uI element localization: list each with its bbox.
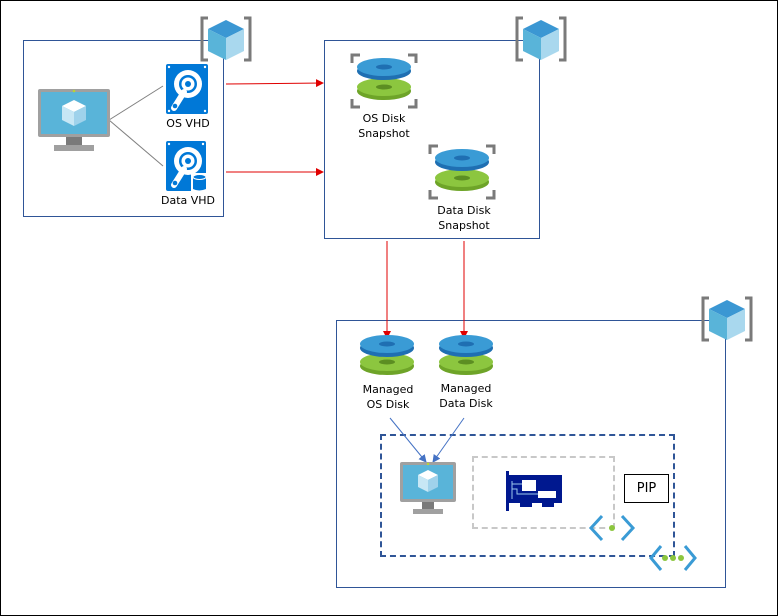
os-disk-snapshot-label: OS Disk Snapshot [358, 112, 410, 140]
data-disk-snapshot-label: Data Disk Snapshot [437, 204, 491, 232]
data-vhd-icon[interactable] [166, 141, 208, 191]
os-disk-snapshot-icon[interactable] [350, 53, 418, 109]
managed-os-disk-label: Managed OS Disk [362, 383, 414, 411]
virtual-machine-icon[interactable] [37, 88, 111, 155]
resource-group-icon [200, 16, 252, 62]
network-interface-icon[interactable] [506, 471, 564, 511]
virtual-network-boundary [380, 434, 675, 557]
managed-data-disk-label: Managed Data Disk [439, 382, 493, 410]
data-vhd-label: Data VHD [160, 194, 216, 207]
managed-data-disk-icon[interactable] [437, 334, 495, 380]
os-vhd-label: OS VHD [166, 117, 210, 130]
managed-os-disk-icon[interactable] [358, 334, 416, 380]
target-virtual-machine-icon[interactable] [399, 461, 457, 517]
subnet-boundary [472, 456, 615, 529]
subnet-icon[interactable] [588, 513, 636, 543]
data-disk-snapshot-icon[interactable] [428, 144, 496, 200]
virtual-network-icon[interactable] [648, 543, 698, 573]
resource-group-icon [515, 16, 567, 62]
resource-group-icon [701, 296, 753, 342]
public-ip-box[interactable]: PIP [624, 474, 669, 503]
os-vhd-icon[interactable] [166, 64, 208, 114]
